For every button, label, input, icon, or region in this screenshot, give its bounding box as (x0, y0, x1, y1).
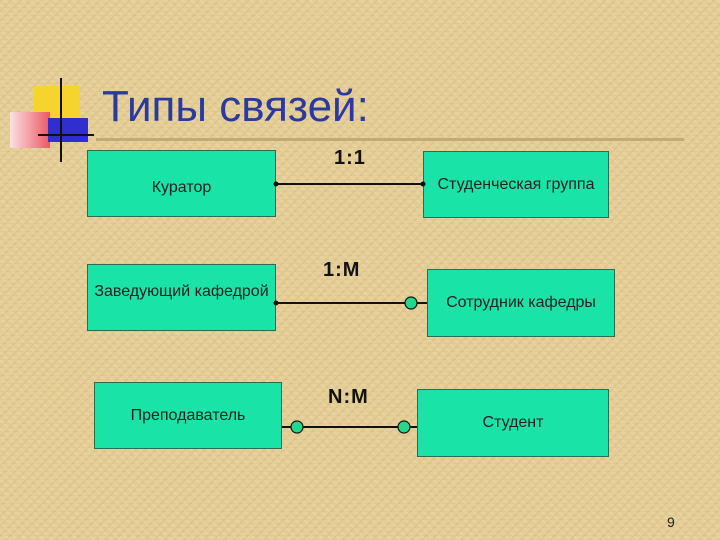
entity-studencheskaya-gruppa: Студенческая группа (423, 151, 609, 218)
end-dot-one (273, 300, 279, 306)
page-number: 9 (667, 514, 675, 530)
entity-sotrudnik-kafedry-label: Сотрудник кафедры (446, 294, 596, 311)
entity-zaveduyushchiy: Заведующий кафедрой (87, 264, 276, 331)
end-circle-many-left (290, 420, 304, 434)
entity-studencheskaya-gruppa-label: Студенческая группа (437, 175, 595, 193)
entity-kurator: Куратор (87, 150, 276, 217)
cardinality-one-to-many: 1:M (323, 259, 361, 281)
title-underline (96, 138, 684, 141)
entity-zaveduyushchiy-label: Заведующий кафедрой (94, 282, 269, 300)
entity-prepodavatel: Преподаватель (94, 382, 282, 449)
entity-student: Студент (417, 389, 609, 457)
end-circle-many-right (397, 420, 411, 434)
entity-student-label: Студент (482, 414, 544, 431)
logo-red-square (10, 112, 50, 148)
entity-prepodavatel-label: Преподаватель (130, 406, 246, 424)
logo-vertical-line (60, 78, 62, 162)
end-dot-one-left (273, 181, 279, 187)
entity-kurator-label: Куратор (151, 178, 212, 196)
end-circle-many (404, 296, 418, 310)
entity-sotrudnik-kafedry: Сотрудник кафедры (427, 269, 615, 337)
logo-squares-icon (0, 0, 110, 170)
end-dot-one-right (420, 181, 426, 187)
cardinality-many-to-many: N:M (328, 386, 369, 408)
logo-blue-square (48, 118, 88, 142)
cardinality-one-to-one: 1:1 (334, 147, 366, 169)
logo-horizontal-line (38, 134, 94, 136)
slide-title: Типы связей: (102, 82, 369, 131)
